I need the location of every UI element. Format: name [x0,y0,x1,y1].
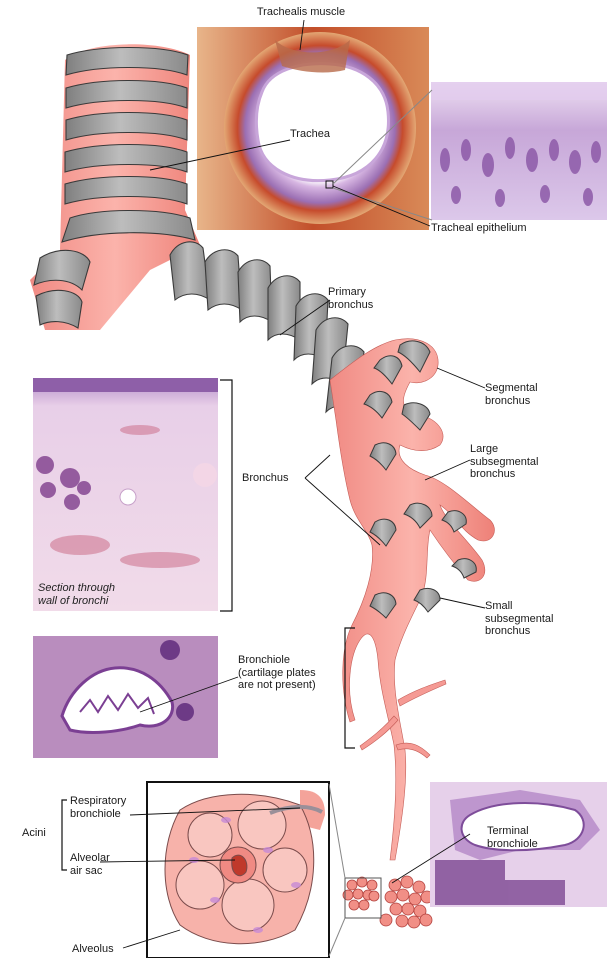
label-bronchiole: Bronchiole (cartilage plates are not pre… [238,654,316,692]
label-bronchus: Bronchus [242,472,288,485]
label-alveolus: Alveolus [72,943,114,956]
label-small-subsegmental-bronchus: Small subsegmental bronchus [485,600,554,638]
bronchus-wall-image [33,378,218,611]
bronchiole-image [33,636,218,758]
label-segmental-bronchus: Segmental bronchus [485,382,538,407]
label-terminal-bronchiole: Terminal bronchiole [487,825,538,850]
label-section-through-wall: Section through wall of bronchi [38,582,115,607]
label-primary-bronchus: Primary bronchus [328,286,373,311]
label-respiratory-bronchiole: Respiratory bronchiole [70,795,126,820]
tracheal-epithelium-image [431,82,607,220]
label-tracheal-epithelium: Tracheal epithelium [431,222,527,235]
label-acini: Acini [22,827,46,840]
label-alveolar-air-sac: Alveolar air sac [70,852,110,877]
label-trachea: Trachea [290,128,330,141]
label-large-subsegmental-bronchus: Large subsegmental bronchus [470,443,539,481]
label-trachealis-muscle: Trachealis muscle [236,6,366,19]
